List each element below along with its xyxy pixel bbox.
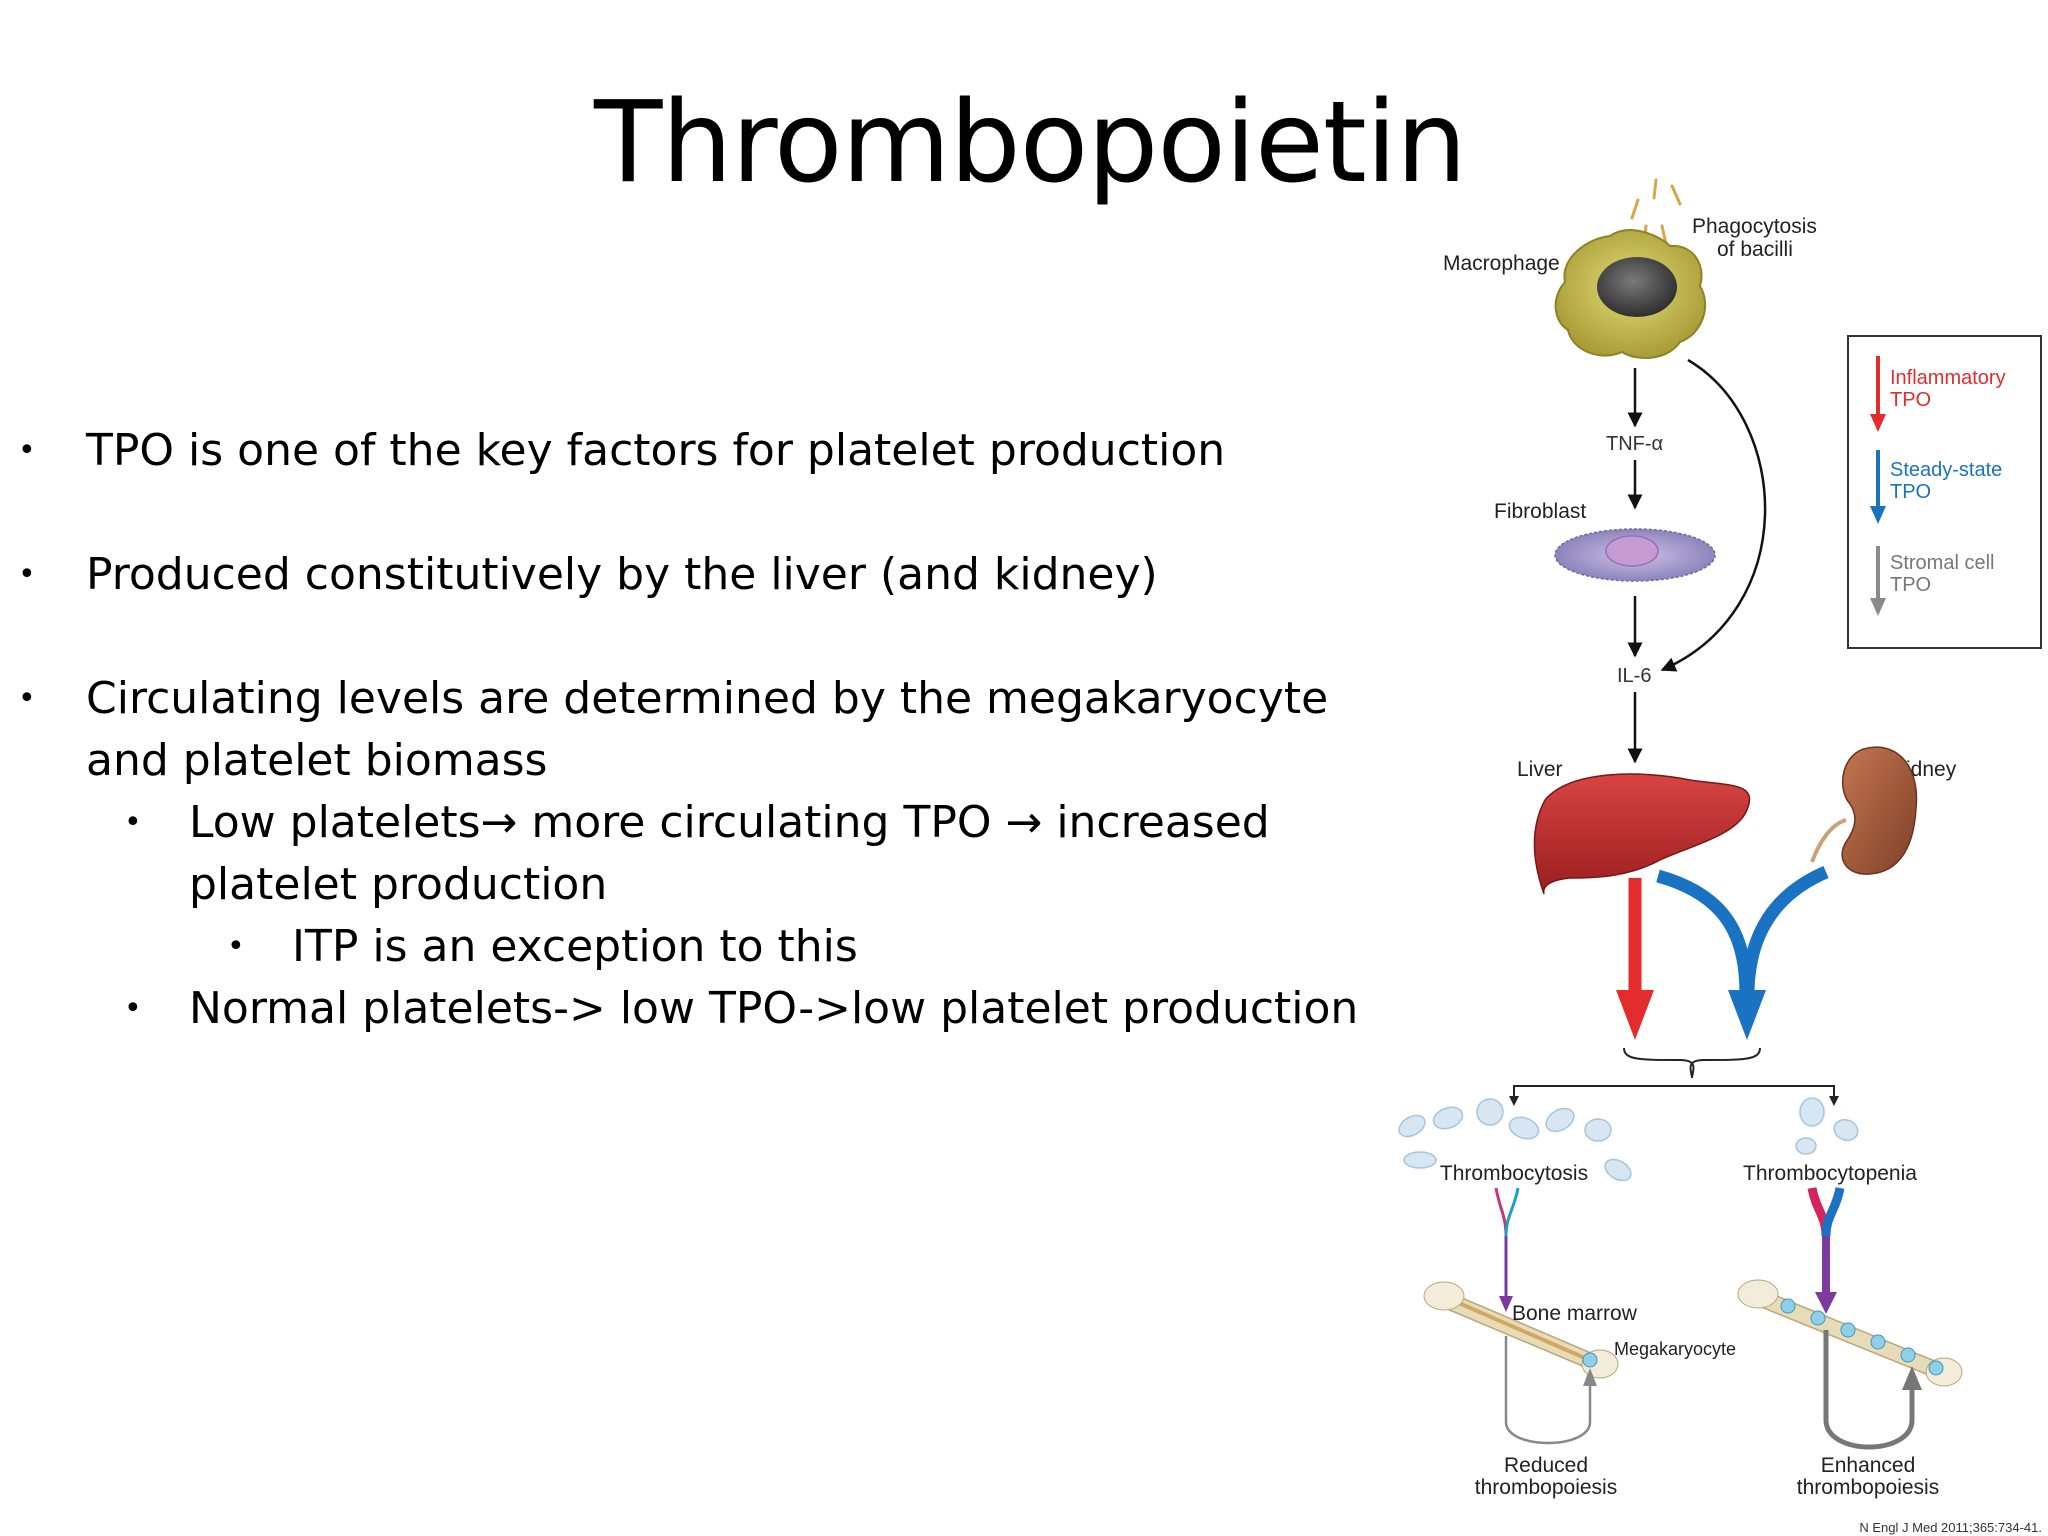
bullet-item: • Produced constitutively by the liver (… — [18, 544, 1406, 606]
platelets-many-icon — [1398, 1098, 1632, 1182]
tpo-regulation-figure: Macrophage Phagocytosis of bacilli TNF-α… — [1398, 178, 2042, 1535]
slide-title: Thrombopoietin — [594, 78, 1467, 208]
branch-lines — [1513, 1085, 1835, 1100]
bullet-dot: • — [227, 929, 245, 964]
legend-inflammatory-label: Inflammatory — [1890, 367, 2006, 389]
bullet-dot: • — [18, 681, 36, 716]
bullet-dot: • — [124, 991, 142, 1026]
ureter-icon — [1810, 818, 1847, 863]
legend-inflammatory-label-2: TPO — [1890, 389, 1931, 411]
label-reduced: Reduced — [1504, 1454, 1588, 1477]
bullet-item: • TPO is one of the key factors for plat… — [18, 420, 1406, 482]
steady-tpo-arrow-liver — [1656, 869, 1753, 996]
label-thrombocytosis: Thrombocytosis — [1440, 1162, 1588, 1185]
bone-right-icon — [1737, 1279, 1963, 1387]
bullet-text: Produced constitutively by the liver (an… — [86, 549, 1158, 600]
bullet-item: • Circulating levels are determined by t… — [18, 668, 1388, 792]
label-fibroblast: Fibroblast — [1494, 500, 1586, 523]
legend-steady-label-2: TPO — [1890, 481, 1931, 503]
label-enhanced: Enhanced — [1821, 1454, 1916, 1477]
sub-bullet-item: • Normal platelets-> low TPO->low platel… — [124, 978, 1439, 1040]
sub-sub-bullet-item: • ITP is an exception to this — [227, 916, 1392, 978]
fibroblast-nucleus-icon — [1605, 535, 1659, 567]
bullet-text: Low platelets→ more circulating TPO → in… — [189, 797, 1270, 910]
bullet-dot: • — [124, 805, 142, 840]
label-phagocytosis-2: of bacilli — [1717, 238, 1793, 261]
signal-left-blue — [1504, 1187, 1520, 1237]
platelets-few-icon — [1795, 1097, 1859, 1155]
feedback-loop-left — [1504, 1336, 1592, 1445]
legend-steady-label: Steady-state — [1890, 459, 2002, 481]
legend-stromal-label: Stromal cell — [1890, 552, 1994, 574]
bullet-text: ITP is an exception to this — [292, 921, 858, 972]
bullet-text: TPO is one of the key factors for platel… — [86, 425, 1226, 476]
label-bone-marrow: Bone marrow — [1512, 1302, 1638, 1325]
label-liver: Liver — [1517, 758, 1563, 781]
label-megakaryocyte: Megakaryocyte — [1614, 1339, 1736, 1359]
bullet-text: Normal platelets-> low TPO->low platelet… — [189, 983, 1359, 1034]
arrow-macrophage-to-il6 — [1660, 358, 1767, 672]
liver-icon — [1533, 773, 1751, 895]
bullet-dot: • — [18, 557, 36, 592]
label-macrophage: Macrophage — [1443, 252, 1560, 275]
bullet-text: Circulating levels are determined by the… — [86, 673, 1329, 786]
label-il6: IL-6 — [1617, 665, 1651, 687]
signal-left-red — [1494, 1187, 1508, 1237]
label-reduced-2: thrombopoiesis — [1475, 1476, 1617, 1499]
legend-box — [1847, 335, 2042, 649]
brace — [1623, 1047, 1761, 1079]
signal-right-blue — [1821, 1187, 1845, 1237]
steady-tpo-arrow-kidney — [1741, 866, 1829, 996]
label-thrombocytopenia: Thrombocytopenia — [1743, 1162, 1917, 1185]
bullet-dot: • — [18, 433, 36, 468]
citation: N Engl J Med 2011;365:734-41. — [1859, 1520, 2042, 1535]
legend-stromal-label-2: TPO — [1890, 574, 1931, 596]
label-enhanced-2: thrombopoiesis — [1797, 1476, 1939, 1499]
label-phagocytosis: Phagocytosis — [1692, 215, 1817, 238]
feedback-loop-right — [1823, 1330, 1915, 1450]
label-tnf: TNF-α — [1606, 433, 1663, 455]
macrophage-nucleus-icon — [1597, 257, 1677, 317]
bone-left-icon — [1423, 1281, 1619, 1379]
kidney-icon — [1841, 746, 1918, 875]
sub-bullet-item: • Low platelets→ more circulating TPO → … — [124, 792, 1434, 916]
